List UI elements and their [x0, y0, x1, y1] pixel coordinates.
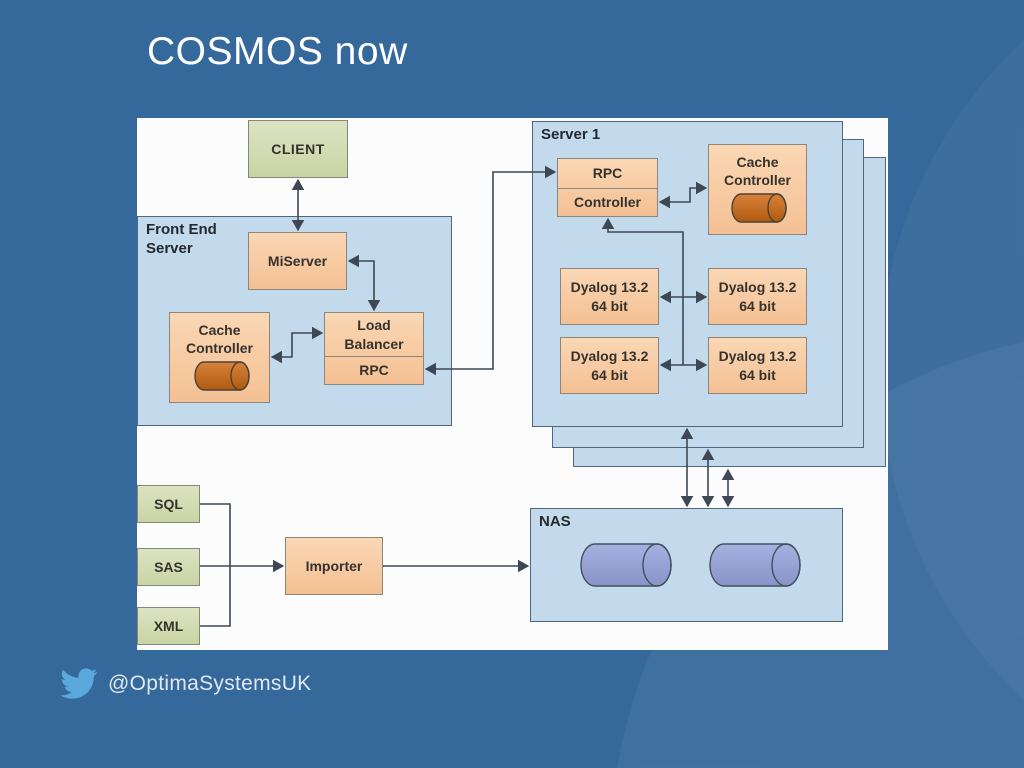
nas-disk-cylinder-2: [709, 543, 801, 587]
front-end-server-label: Front End Server: [146, 221, 217, 257]
background-swirl-right: [880, 0, 1024, 768]
server1-controller-cell: Controller: [558, 188, 657, 216]
footer: @OptimaSystemsUK: [60, 668, 312, 699]
dyalog-4-line1: Dyalog 13.2: [718, 348, 797, 365]
dyalog-1-line2: 64 bit: [591, 297, 628, 314]
dyalog-4-line2: 64 bit: [739, 366, 776, 383]
dyalog-node-3: Dyalog 13.2 64 bit: [560, 337, 659, 394]
server1-cache-controller-label: Cache Controller: [724, 154, 791, 189]
slide-title: COSMOS now: [147, 30, 408, 73]
server1-controller-label: Controller: [574, 194, 641, 211]
sql-node: SQL: [137, 485, 200, 523]
importer-node: Importer: [285, 537, 383, 595]
load-balancer-label: Load Balancer: [344, 317, 404, 352]
fes-cache-controller-label: Cache Controller: [186, 322, 253, 357]
nas-disk-cylinder-1: [580, 543, 672, 587]
sas-node: SAS: [137, 548, 200, 586]
dyalog-3-line1: Dyalog 13.2: [570, 348, 649, 365]
miserver-node: MiServer: [248, 232, 347, 290]
server1-rpc-label: RPC: [592, 165, 623, 182]
twitter-icon: [60, 668, 98, 699]
fes-cache-controller-node: Cache Controller: [169, 312, 270, 403]
server1-cache-controller-node: Cache Controller: [708, 144, 807, 235]
diagram-panel: Server 1 Front End Server NAS: [137, 118, 888, 650]
dyalog-node-4: Dyalog 13.2 64 bit: [708, 337, 807, 394]
server1-rpc-stack: RPC Controller: [557, 158, 658, 217]
dyalog-2-line2: 64 bit: [739, 297, 776, 314]
dyalog-node-2: Dyalog 13.2 64 bit: [708, 268, 807, 325]
client-node: CLIENT: [248, 120, 348, 178]
server1-label: Server 1: [541, 126, 601, 143]
load-balancer-cell: Load Balancer: [325, 313, 423, 356]
fes-rpc-cell: RPC: [325, 356, 423, 384]
dyalog-node-1: Dyalog 13.2 64 bit: [560, 268, 659, 325]
server1-cache-cylinder: [731, 193, 787, 223]
fes-cache-cylinder: [194, 361, 250, 391]
dyalog-2-line1: Dyalog 13.2: [718, 279, 797, 296]
nas-container: NAS: [530, 508, 843, 622]
fes-rpc-label: RPC: [359, 362, 389, 379]
server1-rpc-cell: RPC: [558, 159, 657, 188]
load-balancer-stack: Load Balancer RPC: [324, 312, 424, 385]
dyalog-3-line2: 64 bit: [591, 366, 628, 383]
footer-handle: @OptimaSystemsUK: [108, 671, 312, 695]
nas-label: NAS: [539, 513, 571, 530]
dyalog-1-line1: Dyalog 13.2: [570, 279, 649, 296]
xml-node: XML: [137, 607, 200, 645]
